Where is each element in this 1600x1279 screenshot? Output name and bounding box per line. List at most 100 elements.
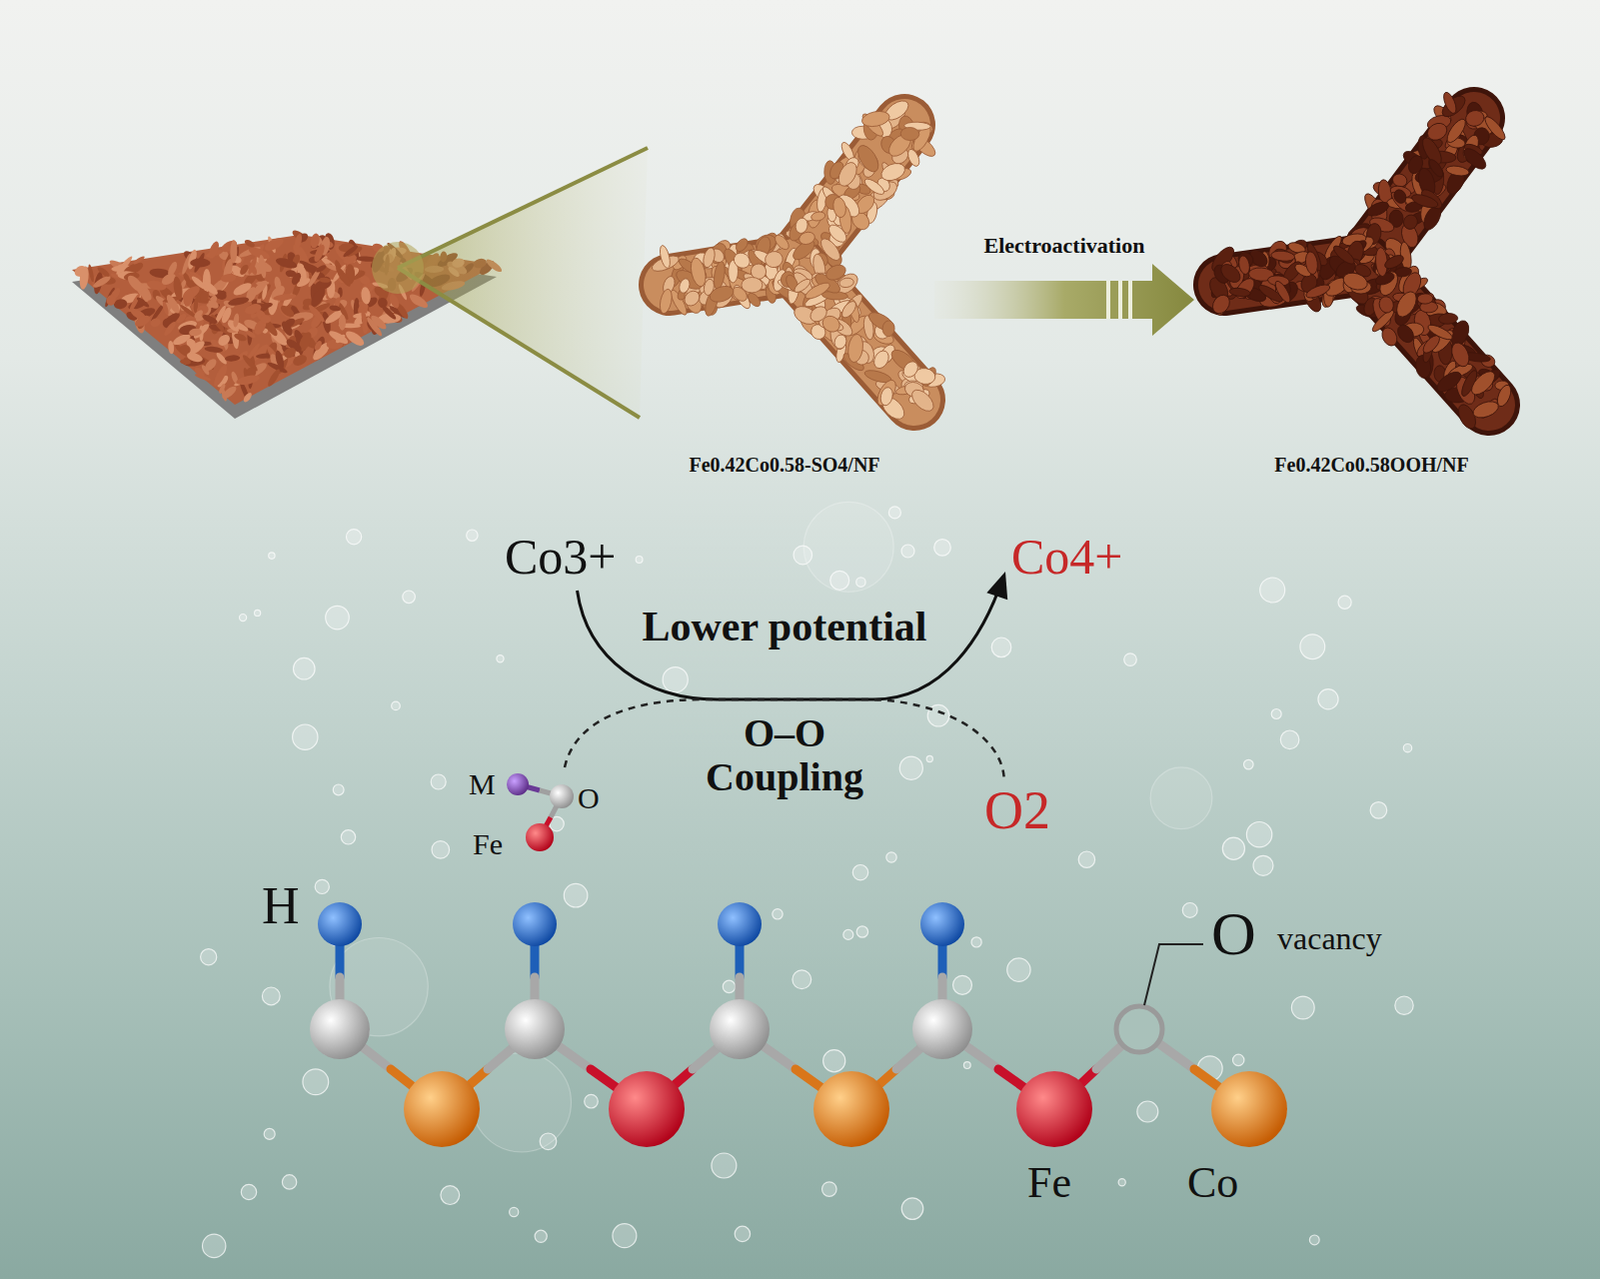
bubble	[843, 929, 854, 940]
ion-label: Co4+	[1011, 529, 1124, 585]
flake	[293, 232, 304, 249]
bubble	[200, 949, 217, 966]
atom-label: vacancy	[1277, 921, 1383, 957]
flake	[226, 295, 249, 307]
bubble	[314, 879, 329, 894]
flake	[242, 301, 262, 316]
bubble	[803, 501, 894, 592]
bubble	[240, 1184, 256, 1200]
bubble	[261, 987, 280, 1006]
magnifier-line	[397, 147, 648, 268]
bubble	[1253, 855, 1274, 876]
flake	[232, 331, 248, 343]
flake	[312, 339, 323, 352]
flake	[832, 332, 849, 350]
bubble	[991, 637, 1012, 658]
flake	[104, 293, 116, 306]
flake	[831, 195, 848, 218]
bubble	[1260, 577, 1286, 603]
flake	[237, 262, 250, 276]
flake	[314, 263, 327, 274]
flake	[278, 303, 296, 320]
flake	[1445, 164, 1470, 178]
bubble	[584, 1094, 599, 1109]
flake	[188, 327, 203, 337]
atom-label: O	[1211, 899, 1257, 968]
oxygen-atom	[709, 999, 770, 1060]
sample-caption: Fe0.42Co0.58OOH/NF	[1199, 453, 1545, 476]
flake	[681, 287, 703, 309]
bubble	[830, 570, 850, 590]
flake	[124, 272, 146, 294]
flake	[853, 141, 883, 175]
flake	[200, 312, 219, 326]
flake	[231, 280, 254, 298]
flake	[171, 275, 184, 301]
magnifier-cone	[397, 147, 648, 418]
process-arrow	[934, 263, 1195, 336]
flake	[359, 286, 371, 305]
flake	[326, 328, 350, 346]
bubble	[1118, 1179, 1126, 1187]
bubble	[1246, 822, 1272, 848]
branch-illustration	[639, 91, 930, 487]
bubble	[886, 852, 897, 863]
flake	[900, 126, 920, 141]
flake	[206, 239, 221, 260]
product-label: O2	[984, 781, 1051, 841]
flake	[712, 260, 727, 291]
flake	[274, 255, 299, 270]
flake	[733, 236, 750, 254]
flake	[1304, 281, 1332, 300]
flake	[707, 282, 736, 305]
bubble	[440, 1186, 460, 1206]
hydrogen-atom	[920, 902, 965, 947]
flake	[1209, 291, 1234, 317]
flake	[823, 261, 848, 283]
flake	[333, 264, 353, 289]
bubble	[292, 724, 318, 750]
edge-label: Electroactivation	[984, 233, 1146, 258]
flake	[219, 272, 236, 283]
connector	[577, 571, 1009, 700]
flake	[273, 349, 286, 370]
flake	[203, 345, 223, 354]
flake	[1365, 198, 1391, 219]
flake	[838, 276, 855, 288]
bubble	[1124, 653, 1138, 667]
bubble	[722, 980, 735, 993]
flake	[878, 385, 894, 407]
flake	[1331, 242, 1358, 267]
flake	[810, 210, 827, 222]
leader-line	[1144, 944, 1204, 1006]
flake	[908, 385, 938, 415]
flake	[250, 278, 269, 298]
flake	[803, 279, 833, 302]
flake	[241, 391, 253, 404]
flake	[1341, 269, 1370, 293]
flake	[243, 237, 256, 249]
bubble	[1395, 996, 1414, 1015]
flake	[181, 288, 195, 308]
flake	[379, 303, 398, 321]
magnifier-spot	[371, 241, 424, 294]
oxygen-atom	[912, 999, 973, 1060]
flake	[246, 255, 259, 275]
bubble	[901, 1198, 924, 1221]
flake	[846, 332, 865, 363]
oxygen-atom	[504, 999, 565, 1060]
flake	[1237, 254, 1252, 275]
flake	[387, 292, 402, 310]
edge-label: O–O Coupling	[684, 711, 885, 800]
bubble	[1244, 759, 1255, 770]
flake	[1471, 398, 1502, 421]
bubble	[1403, 744, 1412, 753]
flake	[368, 313, 388, 332]
flake	[873, 376, 900, 408]
bubble	[239, 614, 247, 622]
flake	[95, 265, 111, 279]
bubble	[1007, 958, 1031, 982]
atom-label: H	[261, 877, 300, 935]
bubble	[711, 1153, 737, 1179]
flake	[1464, 108, 1487, 129]
